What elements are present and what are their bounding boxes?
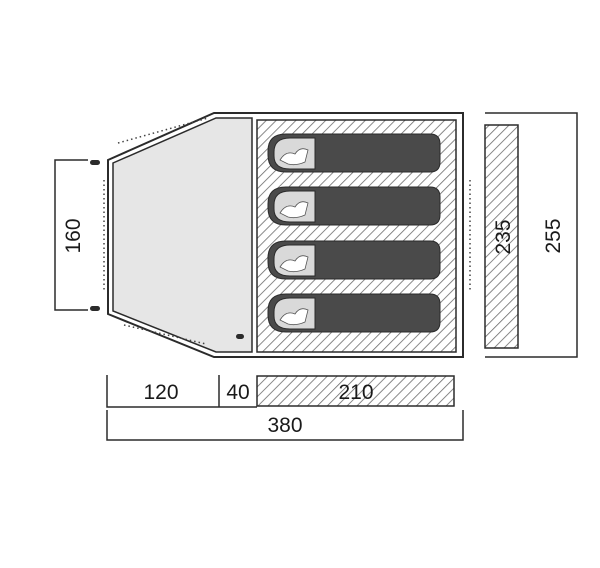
length-segments [106,375,257,408]
sleeping-bags [267,133,441,333]
inner-tent-length-label: 210 [338,381,373,404]
total-width-bracket [485,112,578,358]
total-length-bracket [106,410,464,441]
inner-width-bar [484,124,519,349]
sleeping-bag-icon [267,240,441,280]
vestibule-length-label: 120 [143,381,178,404]
total-width-label: 255 [542,218,565,253]
door-pegs [90,160,244,339]
vestibule-floor [112,117,253,353]
inner-tent-width-label: 235 [492,219,515,254]
entrance-width-label: 160 [62,218,85,253]
guy-lines [103,117,471,345]
total-length-label: 380 [267,414,302,437]
sleeping-bag-icon [267,186,441,226]
gap-length-label: 40 [226,381,249,404]
sleeping-bag-icon [267,133,441,173]
entrance-width-bracket [54,159,88,311]
sleeping-bag-icon [267,293,441,333]
inner-length-bar [256,375,455,407]
